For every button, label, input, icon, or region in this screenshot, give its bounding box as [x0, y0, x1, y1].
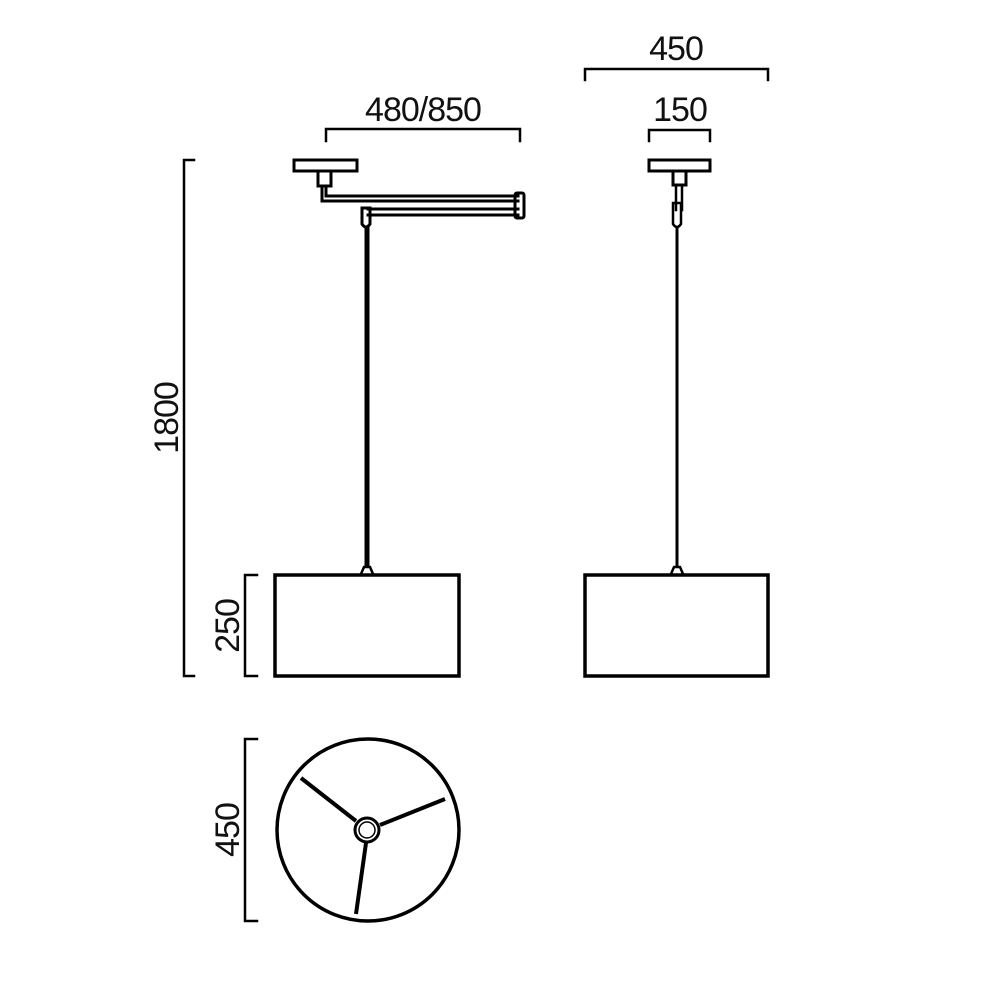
arm-end-joint	[513, 191, 526, 220]
shade-connector	[359, 565, 375, 576]
drum-shade-side	[583, 573, 770, 678]
canopy-stem	[316, 169, 333, 188]
spider-arm-3	[354, 842, 368, 915]
dimension-shade-height-label: 250	[209, 599, 247, 653]
bottom-view: 450	[209, 737, 461, 923]
dimension-shade-diameter: 450	[209, 737, 259, 923]
spider-hub-outer	[353, 816, 381, 844]
dimension-shade-diameter-label: 450	[209, 803, 247, 857]
dimension-total-height: 1800	[148, 158, 196, 678]
dimension-overall-width: 450	[583, 30, 770, 82]
spider-arm-2	[379, 797, 446, 827]
swing-arm-lower	[366, 207, 520, 217]
dimension-canopy-width: 150	[647, 91, 712, 143]
dimension-canopy-width-label: 150	[653, 91, 707, 129]
dimension-shade-height: 250	[209, 573, 259, 678]
drum-shade-front	[273, 573, 461, 678]
side-view: 450 150	[583, 30, 770, 678]
dimension-total-height-label: 1800	[148, 382, 186, 454]
canopy-stem-side	[671, 169, 688, 187]
dimension-arm-reach: 480/850	[324, 91, 522, 143]
dimension-arm-reach-label: 480/850	[365, 91, 481, 129]
ceiling-canopy	[292, 158, 359, 173]
spider-hub-inner	[358, 821, 376, 839]
spider-arm-1	[299, 776, 358, 823]
arm-hinge	[360, 206, 372, 229]
swing-arm-upper-inner	[324, 184, 520, 198]
ceiling-canopy-side	[647, 158, 712, 173]
swing-arm-upper	[320, 184, 520, 203]
dimension-overall-width-label: 450	[649, 30, 703, 68]
shade-outline-plan	[275, 737, 461, 923]
shade-connector-side	[669, 565, 685, 576]
front-view: 480/850 1800 250	[148, 91, 526, 678]
